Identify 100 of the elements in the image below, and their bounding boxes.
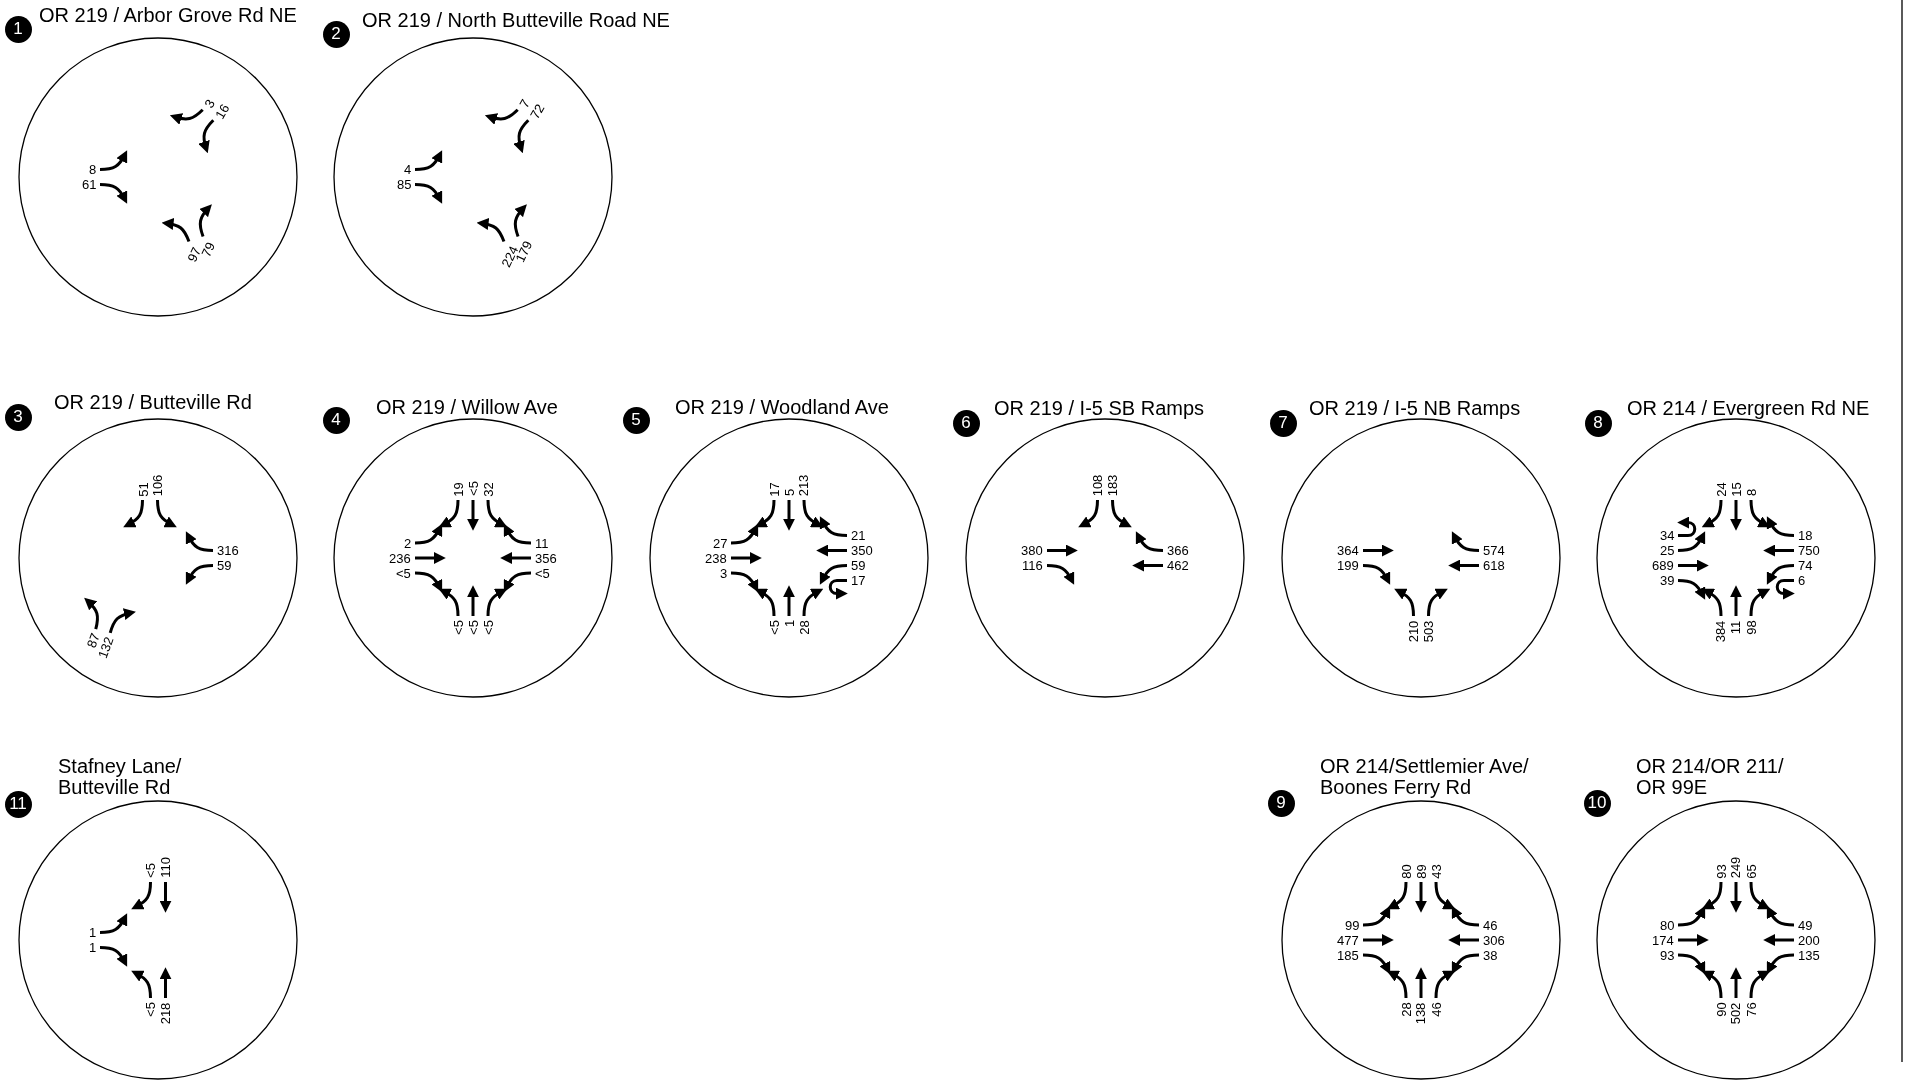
volume-label: 174 xyxy=(1652,933,1674,947)
volume-label: 87 xyxy=(84,631,102,650)
number-badge: 11 xyxy=(4,790,32,818)
volume-label: <5 xyxy=(451,620,465,635)
volume-label: 356 xyxy=(535,551,557,565)
intersection-title: OR 219 / North Butteville Road NE xyxy=(362,10,670,31)
volume-label: 93 xyxy=(1660,948,1675,962)
volume-label: 750 xyxy=(1798,544,1820,557)
intersection-title: OR 219 / I-5 SB Ramps xyxy=(994,398,1205,419)
volume-label: 574 xyxy=(1483,544,1505,557)
volume-label: 65 xyxy=(1744,863,1758,879)
intersection-title: OR 214 / Evergreen Rd NE xyxy=(1627,398,1870,419)
volume-label: 1 xyxy=(89,941,97,954)
volume-label: 43 xyxy=(1429,863,1443,879)
intersection-title: OR 219 / Willow Ave xyxy=(376,397,558,418)
volume-label: <5 xyxy=(396,566,411,580)
volume-label: 238 xyxy=(705,551,727,565)
intersection-title: OR 214/OR 211/ OR 99E xyxy=(1636,756,1785,798)
volume-label: <5 xyxy=(481,620,495,635)
number-badge: 2 xyxy=(322,20,350,48)
volume-label: 477 xyxy=(1337,933,1359,947)
volume-label: 32 xyxy=(481,481,495,497)
intersection-title: OR 219 / Woodland Ave xyxy=(675,397,889,418)
volume-label: 38 xyxy=(1483,948,1498,962)
number-badge: 4 xyxy=(322,406,350,434)
volume-label: <5 xyxy=(535,566,550,580)
volume-label: 183 xyxy=(1105,474,1119,496)
volume-label: 89 xyxy=(1414,863,1428,879)
volume-label: 79 xyxy=(198,239,217,259)
volume-label: 46 xyxy=(1483,918,1498,932)
volume-label: 116 xyxy=(1022,559,1043,572)
volume-label: <5 xyxy=(767,620,781,635)
volume-label: 17 xyxy=(767,481,781,497)
volume-label: 366 xyxy=(1167,544,1189,557)
volume-label: 34 xyxy=(1660,529,1675,542)
volume-label: 21 xyxy=(851,529,866,542)
volume-label: 59 xyxy=(217,559,232,572)
volume-label: 138 xyxy=(1414,1002,1428,1024)
volume-label: 3 xyxy=(720,566,728,580)
intersection-title: OR 219 / Arbor Grove Rd NE xyxy=(39,5,297,26)
volume-label: 384 xyxy=(1714,620,1728,642)
volume-label: 200 xyxy=(1798,933,1820,947)
volume-label: 108 xyxy=(1090,474,1104,496)
volume-label: 49 xyxy=(1798,918,1813,932)
volume-label: 15 xyxy=(1729,481,1743,497)
volume-label: 18 xyxy=(1798,529,1813,542)
volume-label: 85 xyxy=(397,178,412,191)
volume-label: 306 xyxy=(1483,933,1505,947)
volume-label: 39 xyxy=(1660,574,1675,587)
volume-label: 236 xyxy=(389,551,411,565)
number-badge: 3 xyxy=(4,403,32,431)
number-badge: 1 xyxy=(4,15,32,43)
volume-label: 76 xyxy=(1744,1001,1758,1017)
volume-label: 316 xyxy=(217,544,239,557)
volume-label: 462 xyxy=(1167,559,1189,572)
volume-label: 11 xyxy=(535,536,549,550)
volume-label: 6 xyxy=(1798,574,1806,587)
volume-label: 249 xyxy=(1729,856,1743,878)
volume-label: 502 xyxy=(1729,1002,1743,1024)
volume-label: 51 xyxy=(136,481,150,497)
volume-label: 350 xyxy=(851,544,873,557)
volume-label: 25 xyxy=(1660,544,1675,557)
volume-label: 28 xyxy=(797,619,811,635)
volume-label: 1 xyxy=(782,619,796,628)
volume-label: 380 xyxy=(1021,544,1043,557)
volume-label: 210 xyxy=(1406,620,1420,642)
intersection-title: OR 214/Settlemier Ave/ Boones Ferry Rd xyxy=(1320,756,1530,798)
volume-label: 106 xyxy=(150,474,164,496)
volume-label: 24 xyxy=(1714,481,1728,497)
volume-label: 218 xyxy=(158,1002,172,1024)
volume-label: 90 xyxy=(1714,1001,1728,1017)
volume-label: <5 xyxy=(143,863,157,878)
volume-label: <5 xyxy=(143,1002,157,1017)
volume-label: 8 xyxy=(89,163,97,176)
volume-label: 110 xyxy=(158,857,172,878)
volume-label: 27 xyxy=(713,536,728,550)
number-badge: 9 xyxy=(1267,789,1295,817)
volume-label: 93 xyxy=(1714,863,1728,879)
intersection-title: OR 219 / I-5 NB Ramps xyxy=(1309,398,1521,419)
volume-label: 99 xyxy=(1345,918,1360,932)
volume-label: 213 xyxy=(797,474,811,496)
volume-label: 98 xyxy=(1744,619,1758,635)
volume-label: 80 xyxy=(1399,863,1413,879)
volume-label: 618 xyxy=(1483,559,1505,572)
volume-label: 28 xyxy=(1399,1001,1413,1017)
number-badge: 8 xyxy=(1584,409,1612,437)
number-badge: 7 xyxy=(1269,409,1297,437)
number-badge: 5 xyxy=(622,406,650,434)
volume-label: 1 xyxy=(89,926,97,939)
number-badge: 10 xyxy=(1583,789,1611,817)
volume-label: 689 xyxy=(1652,559,1674,572)
volume-label: <5 xyxy=(466,620,480,635)
intersection-title: OR 219 / Butteville Rd xyxy=(54,392,252,413)
volume-label: 135 xyxy=(1798,948,1820,962)
number-badge: 6 xyxy=(952,409,980,437)
volume-label: 80 xyxy=(1660,918,1675,932)
volume-label: 364 xyxy=(1337,544,1359,557)
volume-label: 19 xyxy=(451,481,465,497)
volume-label: 11 xyxy=(1729,620,1743,634)
volume-label: 5 xyxy=(782,488,796,497)
